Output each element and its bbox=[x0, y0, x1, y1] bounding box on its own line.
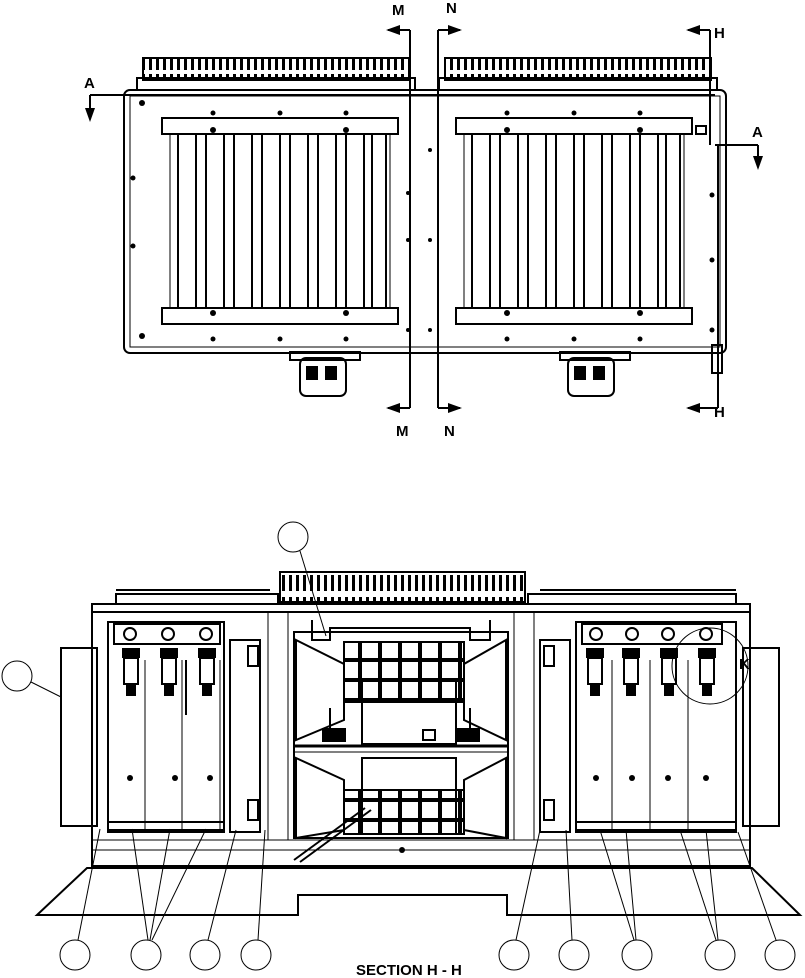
callout-balloon bbox=[1, 660, 33, 692]
top-grille-left bbox=[142, 57, 410, 81]
section-enclosure bbox=[91, 603, 751, 867]
callouts bbox=[1, 521, 796, 971]
section-label-a-right: A bbox=[752, 124, 763, 141]
callout-balloon bbox=[498, 939, 530, 971]
section-letters: M N H M N H A A bbox=[84, 0, 763, 440]
callout-balloon bbox=[59, 939, 91, 971]
top-grille-right bbox=[444, 57, 712, 81]
bolt-holes bbox=[130, 100, 715, 342]
fuse-group-left bbox=[122, 648, 216, 715]
fan-module-left bbox=[161, 117, 399, 325]
section-lines bbox=[85, 25, 763, 413]
section-label-h-top: H bbox=[714, 25, 725, 42]
center-chamber bbox=[293, 620, 509, 863]
section-label-m-top: M bbox=[392, 2, 405, 19]
section-label-m-bottom: M bbox=[396, 423, 409, 440]
section-title: SECTION H - H bbox=[356, 962, 462, 978]
terminal-box-left bbox=[289, 351, 361, 397]
right-chamber bbox=[575, 621, 737, 833]
callout-balloon bbox=[621, 939, 653, 971]
side-panel-left bbox=[60, 647, 98, 827]
terminal-box-right bbox=[559, 351, 631, 397]
side-panel-right bbox=[742, 647, 780, 827]
enclosure-outline bbox=[123, 89, 727, 354]
callout-balloon bbox=[130, 939, 162, 971]
fuse-group-right bbox=[586, 648, 716, 696]
base-platform bbox=[34, 867, 803, 916]
callout-balloon bbox=[764, 939, 796, 971]
detail-k-circle bbox=[671, 627, 749, 705]
detail-k-label: K bbox=[739, 656, 750, 673]
fan-module-right bbox=[455, 117, 707, 325]
left-chamber bbox=[107, 621, 225, 833]
section-label-n-bottom: N bbox=[444, 423, 455, 440]
callout-balloon bbox=[558, 939, 590, 971]
section-label-h-bottom: H bbox=[714, 404, 725, 421]
section-view: K bbox=[1, 521, 803, 978]
section-label-a-left: A bbox=[84, 75, 95, 92]
callout-balloon bbox=[277, 521, 309, 553]
callout-balloon bbox=[704, 939, 736, 971]
plan-view: M N H M N H A A bbox=[84, 0, 763, 440]
section-label-n-top: N bbox=[446, 0, 457, 17]
callout-balloon bbox=[240, 939, 272, 971]
callout-balloon bbox=[189, 939, 221, 971]
section-grille-center bbox=[279, 571, 526, 603]
